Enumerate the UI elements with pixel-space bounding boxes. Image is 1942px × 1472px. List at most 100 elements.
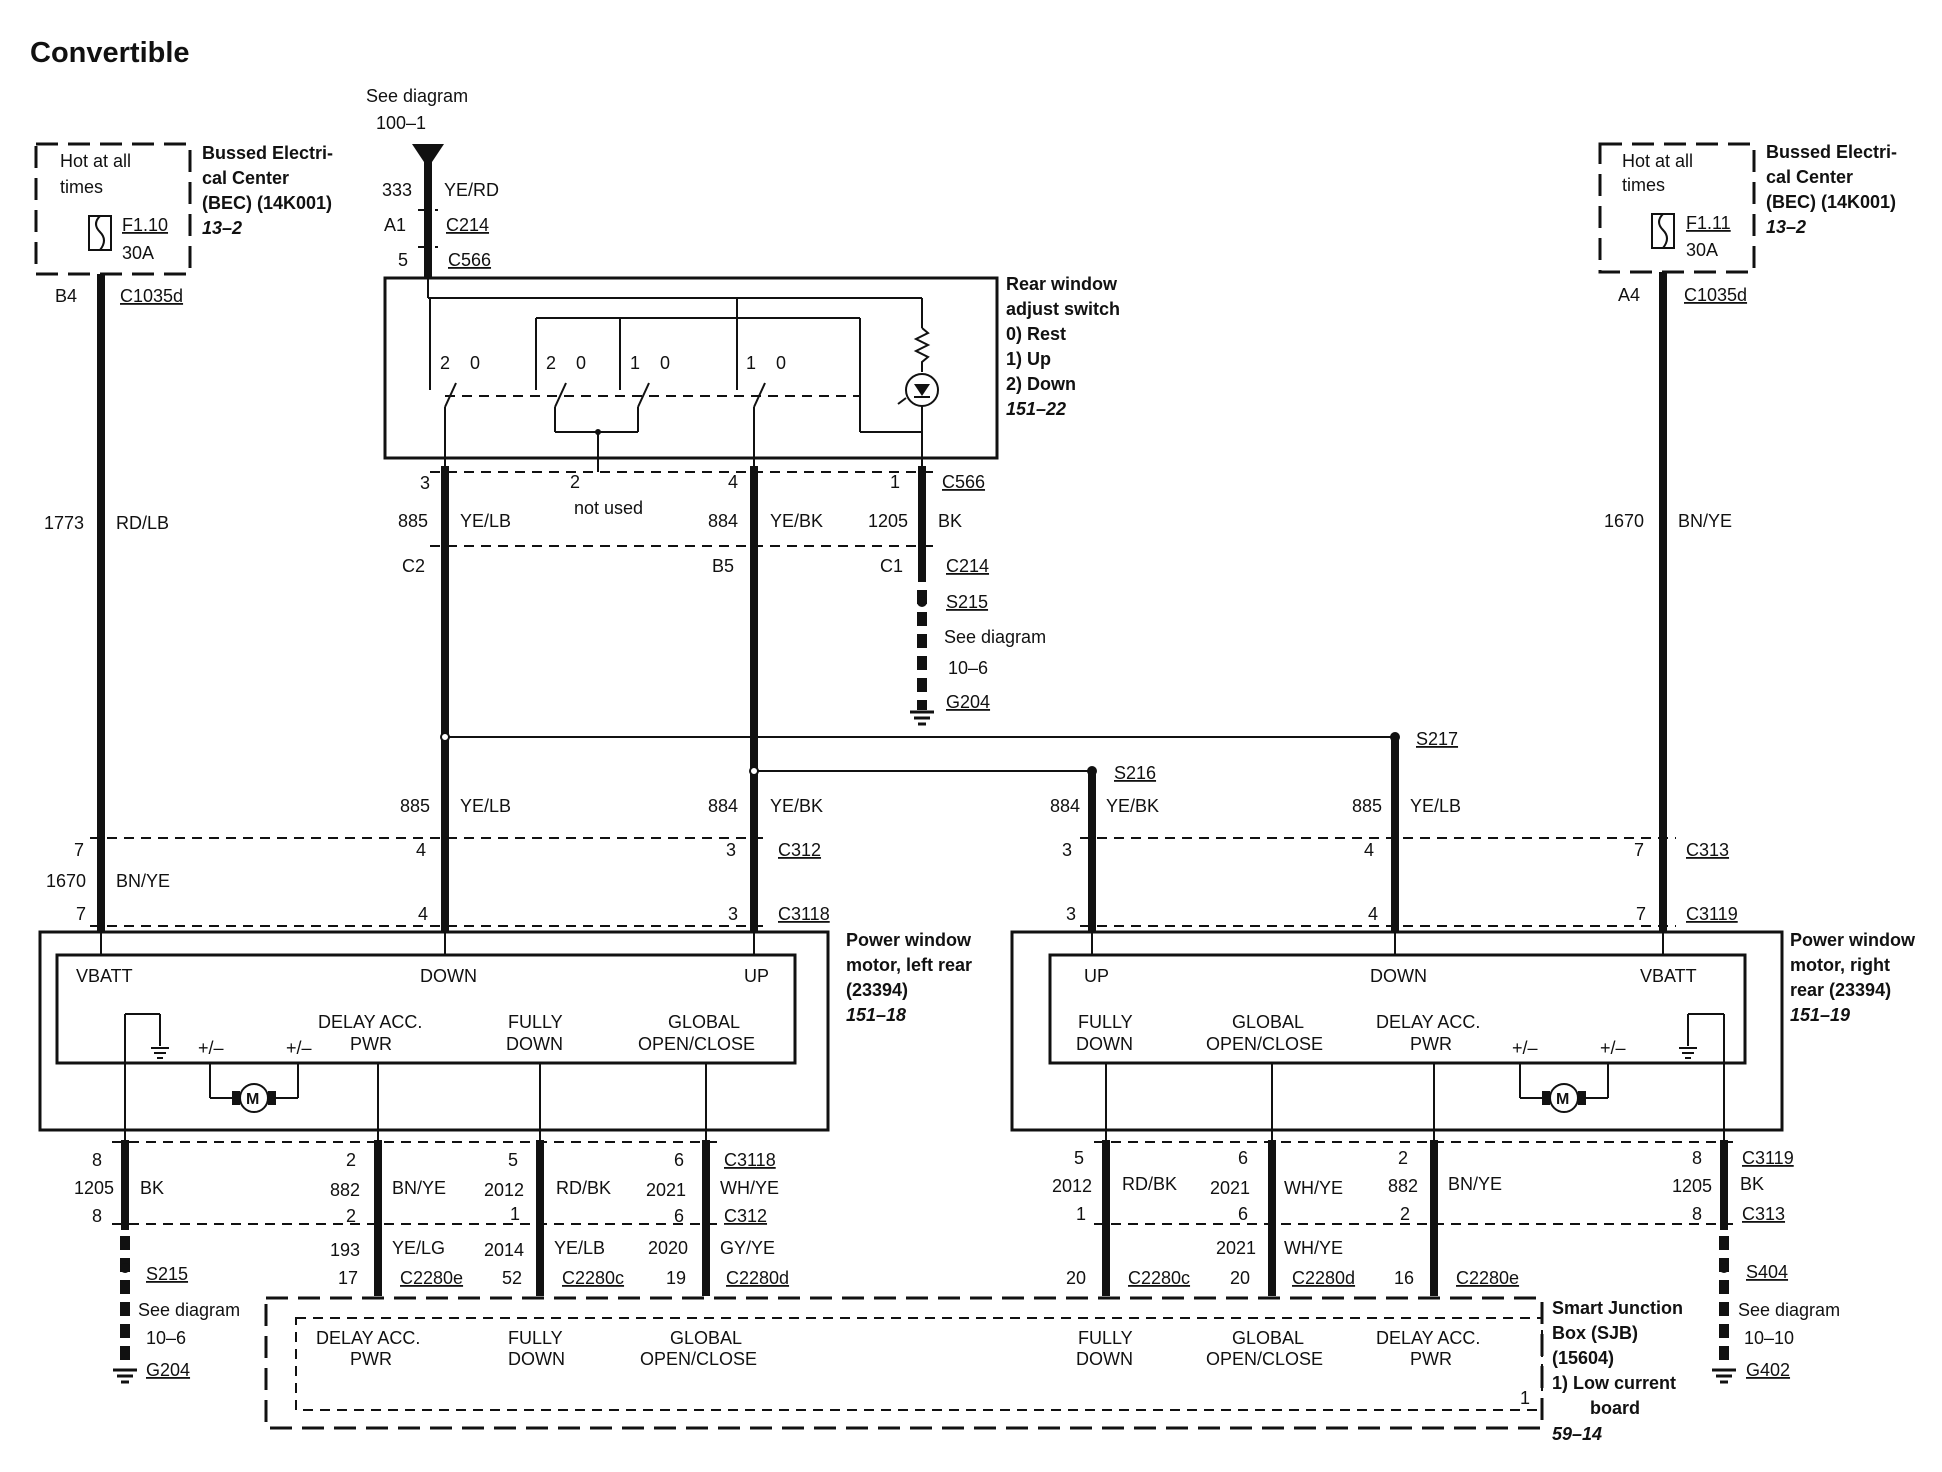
bec-right-name-2: cal Center (1766, 167, 1853, 187)
lm-c3118-pin: 7 (76, 904, 86, 924)
mr-top-label: DOWN (1370, 966, 1427, 986)
c214-pin-c1: C1 (880, 556, 903, 576)
left-feed: 1773 RD/LB (44, 274, 169, 932)
ml-pm: +/– (286, 1038, 312, 1058)
ml-fn-2b: DOWN (506, 1034, 563, 1054)
c214-pin-c2: C2 (402, 556, 425, 576)
rl-sjb-wire: WH/YE (1284, 1238, 1343, 1258)
ground-icon (910, 710, 934, 726)
ground-icon (151, 1047, 169, 1059)
rl-conn-c3119: C3119 (1742, 1148, 1794, 1168)
ll-pin2: 2 (346, 1206, 356, 1226)
svg-text:M: M (1556, 1091, 1569, 1108)
svg-text:M: M (246, 1091, 259, 1108)
switch-outputs: 3 2 4 1 C566 not used 885 YE/LB 884 YE/B… (398, 466, 1046, 932)
lm-conn-c3118: C3118 (778, 904, 830, 924)
see-10-6-2: 10–6 (948, 658, 988, 678)
sjb-fn-6b: PWR (1410, 1349, 1452, 1369)
ll-sjb-wire: 193 (330, 1240, 360, 1260)
sw-pin-4: 4 (728, 472, 738, 492)
splice-dot (917, 597, 927, 607)
bec-left-name-3: (BEC) (14K001) (202, 193, 332, 213)
see-top-1: See diagram (366, 86, 468, 106)
flag-f-icon (412, 144, 444, 168)
motor-left-frame (38, 930, 830, 1132)
feed-conn2: C566 (448, 250, 491, 270)
rl-mid: BK (1740, 1174, 1764, 1194)
rm-conn-c3119: C3119 (1686, 904, 1738, 924)
bec-left-connector: C1035d (120, 286, 183, 306)
bec-right-hot-2: times (1622, 175, 1665, 195)
lm-c312-pin: 3 (726, 840, 736, 860)
sw-color-yebk: YE/BK (770, 511, 823, 531)
ll-sjb-conn: C2280d (726, 1268, 789, 1288)
sjb-fn-3b: OPEN/CLOSE (640, 1349, 757, 1369)
feed-color: YE/RD (444, 180, 499, 200)
ll-pin2: 1 (510, 1204, 520, 1224)
ll-mid: 2012 (484, 1180, 524, 1200)
switch-pos-label: 0 (776, 353, 786, 373)
mr-name-1: Power window (1790, 930, 1916, 950)
rl-mid: 2012 (1052, 1176, 1092, 1196)
rl-sjb-pin: 20 (1230, 1268, 1250, 1288)
bec-right: Hot at all times F1.11 30A Bussed Electr… (1598, 142, 1897, 305)
bec-left-fuse: F1.10 (122, 215, 168, 235)
feed-conn1: C214 (446, 215, 489, 235)
ll-mid: WH/YE (720, 1178, 779, 1198)
mr-name-2: motor, right (1790, 955, 1890, 975)
left-feed-circuit: 1773 (44, 513, 84, 533)
ll-mid: BN/YE (392, 1178, 446, 1198)
sjb-fn-1a: DELAY ACC. (316, 1328, 420, 1348)
ll-sjb-pin: 52 (502, 1268, 522, 1288)
see-10-6-1: See diagram (944, 627, 1046, 647)
rl-mid: 1205 (1672, 1176, 1712, 1196)
ml-top-label: VBATT (76, 966, 133, 986)
bec-left-amps: 30A (122, 243, 154, 263)
ll-sjb-wire: GY/YE (720, 1238, 775, 1258)
bec-right-hot-1: Hot at all (1622, 151, 1693, 171)
switch-pos-label: 0 (470, 353, 480, 373)
rm-conn-c313: C313 (1686, 840, 1729, 860)
bec-left-hot-2: times (60, 177, 103, 197)
sw-circuit-884: 884 (708, 511, 738, 531)
ll-mid: BK (140, 1178, 164, 1198)
ml-top-label: DOWN (420, 966, 477, 986)
mr-fn-2a: GLOBAL (1232, 1012, 1304, 1032)
bec-left-frame (34, 142, 192, 276)
rm-c3119-pin: 7 (1636, 904, 1646, 924)
resistor-icon (913, 327, 931, 372)
lm-conn-c312: C312 (778, 840, 821, 860)
bec-left-hot-1: Hot at all (60, 151, 131, 171)
motor-right: UP DOWN VBATT FULLY DOWN GLOBAL OPEN/CLO… (1010, 930, 1916, 1140)
ll-ground: G204 (146, 1360, 190, 1380)
motor-left: VBATT DOWN UP DELAY ACC. PWR FULLY DOWN … (38, 930, 972, 1140)
mr-fn-1b: DOWN (1076, 1034, 1133, 1054)
sw-color-bk: BK (938, 511, 962, 531)
sjb-name-2: Box (SJB) (1552, 1323, 1638, 1343)
ground-icon (1679, 1047, 1697, 1059)
lm-885: 885 (400, 796, 430, 816)
bec-left-pin: B4 (55, 286, 77, 306)
switch-name-1: Rear window (1006, 274, 1118, 294)
rm-c3119-pin: 4 (1368, 904, 1378, 924)
rl-mid: BN/YE (1448, 1174, 1502, 1194)
rl-sjb-conn: C2280e (1456, 1268, 1519, 1288)
ground-g204-top: G204 (946, 692, 990, 712)
fuse-icon (88, 215, 112, 251)
ml-fn-2a: FULLY (508, 1012, 563, 1032)
left-lower: 8 2 5 6 C3118 1205 BK 882 BN/YE 2012 RD/… (74, 1140, 789, 1384)
lm-circuit: 1670 (46, 871, 86, 891)
switch-pos-label: 1 (746, 353, 756, 373)
led-icon (897, 373, 939, 407)
rm-884-color: YE/BK (1106, 796, 1159, 816)
ll-pin2: 8 (92, 1206, 102, 1226)
rl-splice: S404 (1746, 1262, 1788, 1282)
motor-right-frame (1010, 930, 1784, 1132)
lm-884: 884 (708, 796, 738, 816)
sjb-inner (295, 1317, 1543, 1411)
sjb-fn-4a: FULLY (1078, 1328, 1133, 1348)
bec-right-frame (1598, 142, 1756, 274)
sjb-name-1: Smart Junction (1552, 1298, 1683, 1318)
ll-conn-c312: C312 (724, 1206, 767, 1226)
switch-pos-label: 0 (576, 353, 586, 373)
